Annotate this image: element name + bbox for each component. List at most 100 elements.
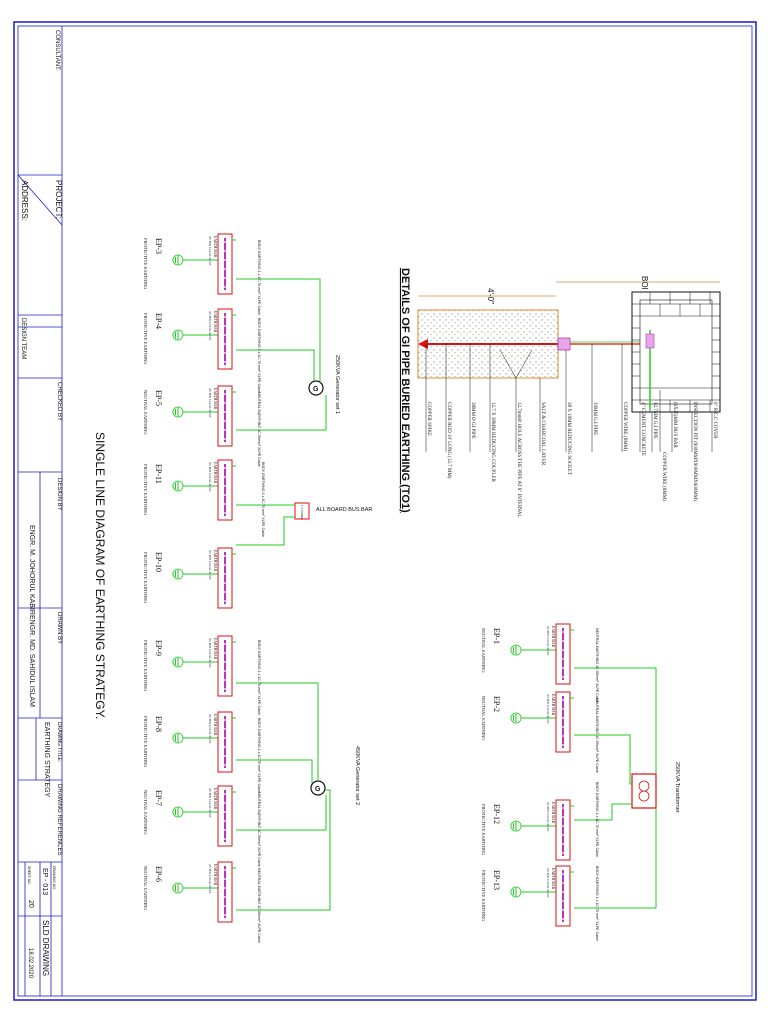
dim-top-label: 4'-0" [486,288,495,304]
earth-bar-sub: AS PER LOCAL RULE [208,311,212,340]
earth-bar-label: EARTH BAR [213,550,217,572]
earth-bar-label: EARTH BAR [213,788,217,810]
pit-label-ep-2: EP-2 [492,696,501,712]
designer-name: ENGR. M. JOHORUL KABIR [28,525,35,615]
designed-by-label: DESIGN BY [56,478,62,511]
earth-bar-sub: AS PER LOCAL RULE [208,864,212,893]
project-label: PROJECT: [54,180,63,219]
pit-label-ep-3: EP-3 [154,238,163,254]
earth-bar-label: EARTH BAR [213,311,217,333]
generator-1-label: 250KVA Generator set 1 [334,355,340,414]
earth-bar-sub: AS PER LOCAL RULE [208,638,212,667]
pit-type-ep-11: PROTECTIVE EARTHING [143,464,148,516]
callout-reducing-coupler: 12.7 X 38MM REDUCING COUPLER [490,402,495,483]
dim-right-label: BOI [640,276,649,290]
earth-bar-sub: AS PER LOCAL RULE [208,236,212,265]
pit-type-ep-8: PROTECTIVE EARTHING [143,716,148,768]
gi-pipe-detail: DETAILS OF GI PIPE BURIED EARTHING (TO1)… [399,268,721,518]
pit-type-ep-5: NEUTRAL EARTHING [143,390,148,435]
detail-callouts: 6" R.C.C COVER INSPECTION PIT (900MMX900… [426,402,717,518]
drawn-by-label: DRAWN BY [56,612,62,644]
power-sources: G 250KVA Generator set 1 G 450KVA Genera… [294,355,680,813]
pit-label-ep-4: EP-4 [154,313,163,329]
drawing-references-label: DRAWING REFERENCES [56,784,62,855]
pit-label-ep-9: EP-9 [154,640,163,656]
pit-type-ep-12: PROTECTIVE EARTHING [481,804,486,856]
pit-type-ep-2: NEUTRAL EARTHING [481,696,486,741]
drawing-date: 18.02.2020 [27,948,33,979]
cable-note-ep6: NEUTRAL EARTHING 1C-95mm² XLPE Cable [257,868,261,943]
svg-text:G: G [315,786,321,793]
callout-copper-wire-1: COPPER WIRE (6MM) [661,452,666,501]
callout-hole-across-pipe: 12.7mmØ HOLE ACROSS THE PIPE AT 6" INTER… [516,402,521,518]
pit-type-ep-10: PROTECTIVE EARTHING [143,552,148,604]
callout-salt-charcoal: SALT & CHARCOAL LAYER [540,402,545,466]
cable-note-ep3: BODY EARTHING 1 x 1C-70 mm² XLPE Cable [257,240,261,315]
callout-copper-wire-2: COPPER WIRE (6MM) [622,402,627,451]
pit-type-ep-6: NEUTRAL EARTHING [143,866,148,911]
earth-bar-label: EARTH BAR [213,638,217,660]
generator-2-label: 450KVA Generator set 2 [354,746,360,805]
earth-bar-sub: AS PER LOCAL RULE [208,788,212,817]
earth-bar-label: EARTH BAR [551,802,555,824]
cable-note-ep5: NEUTRAL EARTHING 1C-95mm² XLPE Cable [257,392,261,467]
pit-type-ep-7: NEUTRAL EARTHING [143,790,148,835]
earth-bar-label: EARTH BAR [213,388,217,410]
cable-note-ep7: NEUTRAL EARTHING 1C-95mm² XLPE Cable [257,792,261,867]
callout-inspection-pit: INSPECTION PIT (900MMX900MMX600MM) [692,402,697,501]
earth-bar-label: EARTH BAR [213,462,217,484]
earth-bar-sub: AS PER LOCAL RULE [208,388,212,417]
pit-type-ep-9: PROTECTIVE EARTHING [143,640,148,692]
callout-copper-rod: COPPER ROD 10' LONG (12.7 MM) [446,402,451,479]
pit-label-ep-7: EP-7 [154,790,163,806]
pit-type-ep-1: NEUTRAL EARTHING [481,628,486,673]
cable-note-ep2: NEUTRAL EARTHING 1C-95mm² XLPE Cable [595,698,599,773]
earth-bar-label: EARTH BAR [213,714,217,736]
earth-bar-label: EARTH BAR [551,626,555,648]
earth-bar-label: EARTH BAR [551,694,555,716]
earthing-wires [236,278,657,911]
earth-bar-sub: AS PER LOCAL RULE [546,694,550,723]
consultant-label: CONSULTANT: [54,30,60,71]
callout-19mm-pipe: 19MM G.I PIPE [592,402,597,435]
pit-type-ep-3: PROTECTIVE EARTHING [143,238,148,290]
callout-reducing-socket: 38 X 19MM REDUCING SOCKET [566,402,571,475]
pit-type-ep-13: PROTECTIVE EARTHING [481,870,486,922]
detail-title: DETAILS OF GI PIPE BURIED EARTHING (TO1) [399,268,411,513]
pit-label-ep-6: EP-6 [154,866,163,882]
outer-border [13,21,757,1001]
drawing-no-label: DRAWING NO. [52,866,56,890]
drafter-name: ENGR. MD. SAHIDUL ISLAM [28,615,35,707]
cable-annotations: BODY EARTHING 1 x 1C-70 mm² XLPE Cable B… [257,240,599,943]
cable-note-ep11: BODY EARTHING 1 x 1C-70 mm² XLPE Cable [261,462,265,537]
pit-type-ep-4: PROTECTIVE EARTHING [143,313,148,365]
cable-note-ep13: BODY EARTHING 1 x 1C-70 mm² XLPE Cable [595,866,599,941]
callout-cement-concrete: 4" CEMENT CONCRETE [640,402,645,456]
copper-spike [418,339,428,349]
pit-label-ep-1: EP-1 [492,628,501,644]
pit-label-ep-12: EP-12 [492,804,501,824]
earth-bar-sub: AS PER LOCAL RULE [546,868,550,897]
sheet-no-label: SHEET NO. [27,866,31,885]
cable-note-ep1: NEUTRAL EARTHING 1C-95mm² XLPE Cable [595,628,599,703]
svg-text:G: G [313,386,319,393]
inner-border [17,25,753,997]
earth-bar-sub: AS PER LOCAL RULE [546,626,550,655]
title-block [17,26,63,996]
earth-bar-sub: AS PER LOCAL RULE [208,714,212,743]
cable-note-ep9: BODY EARTHING 1 x 1C-70 mm² XLPE Cable [257,640,261,715]
transformer-label: 250KVA Transformer [674,762,680,813]
